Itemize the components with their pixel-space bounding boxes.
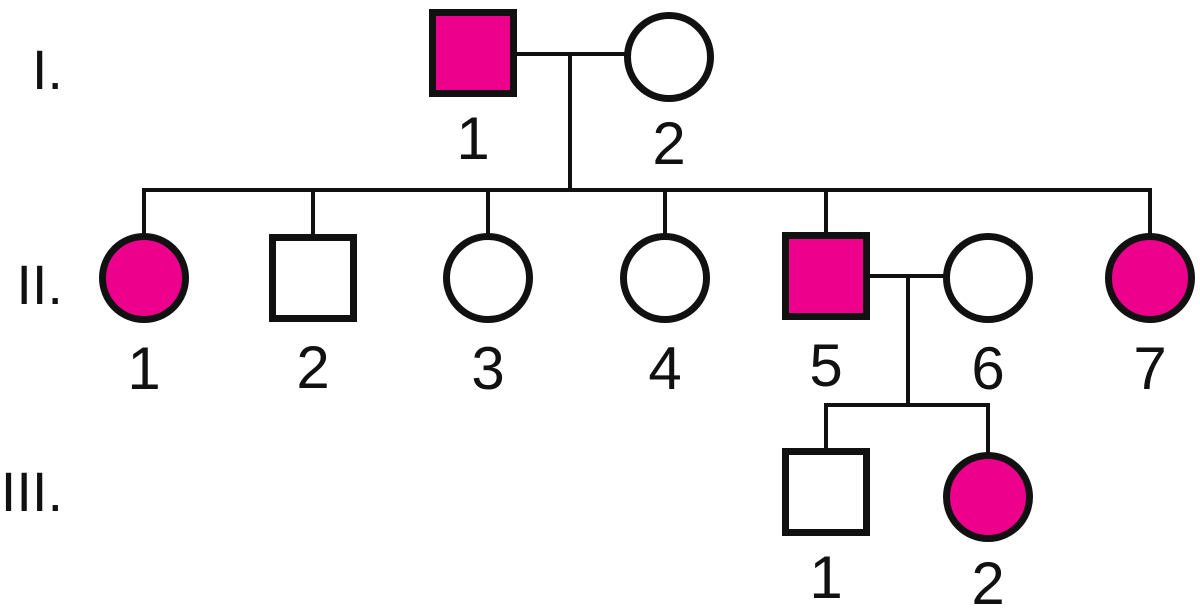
drop-line-II-5 [824,188,828,238]
male-symbol [429,9,517,97]
drop-line-II-7 [1148,188,1152,238]
drop-line-II-2 [311,188,315,238]
individual-number: 4 [648,335,682,402]
individual-II-2: 2 [269,234,357,398]
individual-number: 1 [127,335,161,402]
drop-line-II-1 [142,188,146,238]
individual-III-2: 2 [943,452,1033,614]
individual-number: 2 [971,550,1005,616]
descent-line-I [568,54,572,190]
female-symbol [1105,233,1195,323]
individual-II-3: 3 [443,233,533,399]
individual-III-1: 1 [782,448,870,608]
female-symbol [943,233,1033,323]
female-symbol [99,233,189,323]
drop-line-III-1 [824,403,828,453]
generation-label-I: I. [31,38,63,101]
male-symbol [782,448,870,536]
individual-number: 1 [456,105,490,172]
individual-II-5: 5 [782,232,870,396]
individual-number: 2 [652,110,686,177]
sibship-line-III [824,403,990,407]
individual-II-4: 4 [620,233,710,399]
female-symbol [443,233,533,323]
sibship-line-II [142,188,1152,192]
individual-I-1: 1 [429,9,517,169]
individual-II-6: 6 [943,233,1033,399]
female-symbol [624,12,714,102]
drop-line-II-4 [663,188,667,238]
individual-number: 7 [1133,335,1167,402]
individual-II-7: 7 [1105,233,1195,399]
male-symbol [782,232,870,320]
male-symbol [269,234,357,322]
drop-line-II-3 [486,188,490,238]
female-symbol [943,452,1033,542]
individual-II-1: 1 [99,233,189,399]
individual-number: 6 [971,335,1005,402]
female-symbol [620,233,710,323]
individual-number: 2 [296,334,330,401]
individual-number: 3 [471,335,505,402]
individual-number: 5 [809,332,843,399]
descent-line-II [906,276,910,407]
drop-line-III-2 [986,403,990,457]
individual-I-2: 2 [624,12,714,174]
individual-number: 1 [809,544,843,611]
generation-label-II: II. [16,253,63,316]
generation-label-III: III. [0,460,63,523]
